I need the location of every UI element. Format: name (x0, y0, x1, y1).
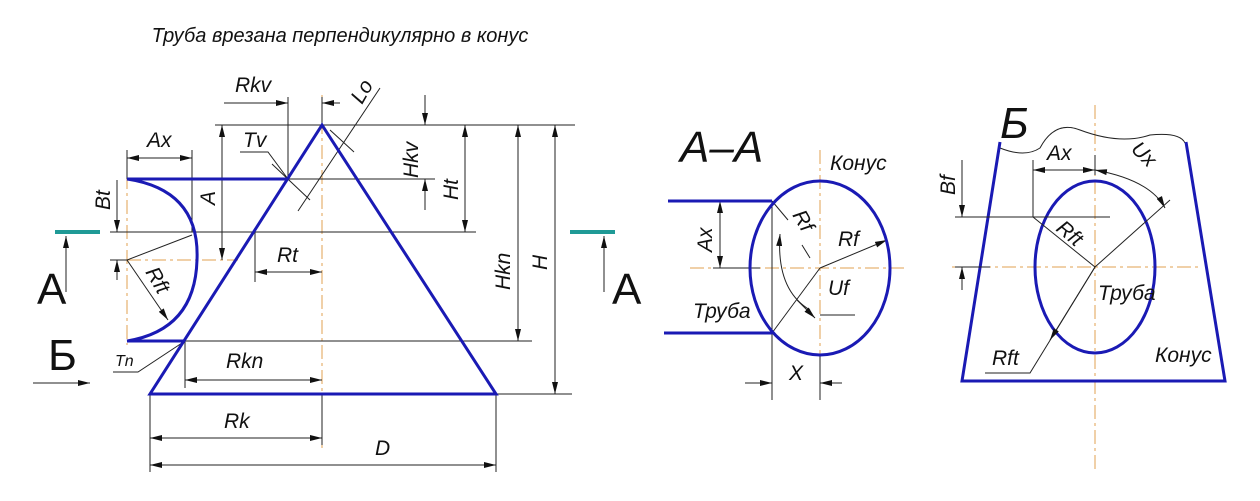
label-bt: Bt (92, 189, 115, 210)
tube-intersection-curve (126, 177, 199, 343)
label-konus: Конус (830, 152, 887, 175)
view-b: Б Bf Ax Ux Rft Труба Rft Конус (937, 99, 1227, 472)
label-tv: Tv (243, 129, 268, 152)
section-mark-left-letter: A (37, 265, 67, 314)
label-ax: Ax (145, 129, 173, 152)
label-ht: Ht (440, 178, 463, 200)
label-rft: Rft (141, 263, 175, 299)
view-b-title: Б (1000, 99, 1029, 148)
label-bf: Bf (937, 173, 960, 195)
cone-outline (960, 141, 1227, 383)
label-rft-upper: Rft (1052, 216, 1088, 252)
section-title: A–A (677, 123, 763, 172)
section-a-a-view: A–A Конус Ax Rf Rf Uf Труба X (664, 123, 905, 400)
drawing-title: Труба врезана перпендикулярно в конус (152, 25, 529, 47)
label-rt: Rt (277, 244, 299, 267)
label-ux: Ux (1126, 137, 1161, 172)
label-uf: Uf (828, 277, 851, 300)
label-rkv: Rkv (235, 74, 273, 97)
main-view: Rkv Lo Ax Tv Hkv Ht Bt A Hkn H Rt Rft Tn… (33, 74, 642, 472)
label-h: H (529, 254, 552, 270)
label-rf-outer: Rf (838, 228, 861, 251)
label-rkn: Rkn (226, 350, 263, 373)
label-x: X (788, 362, 804, 385)
label-hkv: Hkv (400, 140, 423, 178)
label-a: A (197, 191, 220, 207)
label-lo: Lo (346, 75, 378, 107)
cone-outline (147, 122, 499, 396)
break-line (999, 126, 1186, 154)
label-konus: Конус (1155, 344, 1212, 367)
label-truba: Труба (693, 300, 751, 323)
dimension-lines (114, 95, 558, 468)
label-ax: Ax (694, 226, 717, 254)
view-mark-letter: Б (48, 331, 77, 380)
label-truba: Труба (1098, 282, 1156, 305)
label-tn: Tn (115, 353, 134, 370)
label-rk: Rk (224, 410, 251, 433)
label-ax: Ax (1045, 142, 1073, 165)
label-rft-lower: Rft (992, 347, 1020, 370)
cone-section-ellipse (748, 179, 892, 357)
extension-lines (110, 87, 575, 472)
label-hkn: Hkn (492, 253, 515, 290)
section-mark-right-letter: A (612, 265, 642, 314)
label-rf-inner: Rf (788, 206, 820, 238)
label-d: D (375, 437, 390, 460)
